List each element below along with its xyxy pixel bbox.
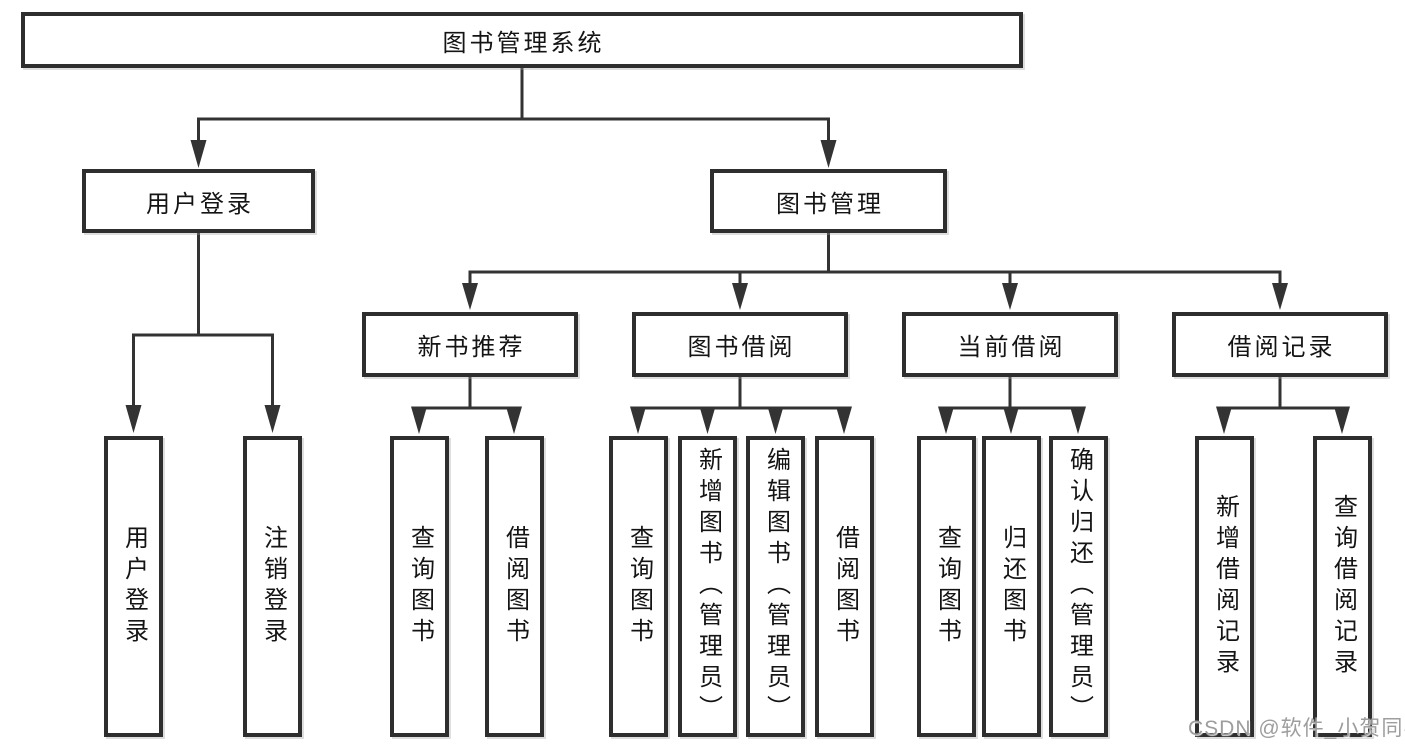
- leaf-add-book-admin-label: 新增图书（管理员）: [694, 447, 722, 726]
- node-book-management: 图书管理: [710, 169, 947, 233]
- leaf-logout: 注销登录: [243, 436, 302, 737]
- leaf-query-books-1-label: 查询图书: [406, 524, 434, 649]
- leaf-user-login: 用户登录: [104, 436, 163, 737]
- leaf-query-books-3-label: 查询图书: [933, 524, 961, 649]
- node-book-management-label: 图书管理: [776, 190, 884, 218]
- node-user-login-label: 用户登录: [146, 190, 254, 218]
- leaf-borrow-books-1-label: 借阅图书: [501, 524, 529, 649]
- leaf-user-login-label: 用户登录: [120, 524, 148, 649]
- leaf-query-borrow-record-label: 查询借阅记录: [1329, 493, 1357, 680]
- leaf-query-books-3: 查询图书: [917, 436, 976, 737]
- node-new-book-recommend-label: 新书推荐: [417, 334, 526, 361]
- node-current-borrowing: 当前借阅: [902, 312, 1118, 377]
- leaf-query-books-2-label: 查询图书: [625, 524, 653, 649]
- leaf-add-borrow-record-label: 新增借阅记录: [1211, 493, 1239, 680]
- leaf-add-borrow-record: 新增借阅记录: [1195, 436, 1254, 737]
- node-user-login: 用户登录: [82, 169, 315, 233]
- leaf-return-book: 归还图书: [982, 436, 1041, 737]
- leaf-confirm-return-admin-label: 确认归还（管理员）: [1065, 447, 1093, 726]
- leaf-query-books-1: 查询图书: [390, 436, 449, 737]
- leaf-borrow-books-1: 借阅图书: [485, 436, 544, 737]
- node-borrow-records: 借阅记录: [1172, 312, 1388, 377]
- leaf-borrow-books-2-label: 借阅图书: [831, 524, 859, 649]
- node-new-book-recommend: 新书推荐: [362, 312, 578, 377]
- node-library-system-label: 图书管理系统: [442, 29, 605, 57]
- node-library-system: 图书管理系统: [21, 12, 1023, 68]
- leaf-edit-book-admin-label: 编辑图书（管理员）: [762, 447, 790, 726]
- leaf-confirm-return-admin: 确认归还（管理员）: [1049, 436, 1108, 737]
- leaf-query-borrow-record: 查询借阅记录: [1313, 436, 1372, 737]
- node-current-borrowing-label: 当前借阅: [957, 334, 1066, 361]
- node-borrow-records-label: 借阅记录: [1227, 334, 1336, 361]
- arrowheads: [125, 140, 1350, 434]
- leaf-return-book-label: 归还图书: [998, 524, 1026, 649]
- leaf-query-books-2: 查询图书: [609, 436, 668, 737]
- leaf-borrow-books-2: 借阅图书: [815, 436, 874, 737]
- leaf-add-book-admin: 新增图书（管理员）: [678, 436, 737, 737]
- node-book-borrowing: 图书借阅: [632, 312, 848, 377]
- leaf-edit-book-admin: 编辑图书（管理员）: [746, 436, 805, 737]
- node-book-borrowing-label: 图书借阅: [687, 334, 796, 361]
- leaf-logout-label: 注销登录: [259, 524, 287, 649]
- csdn-watermark: CSDN @软件_小贺同学: [1188, 717, 1405, 740]
